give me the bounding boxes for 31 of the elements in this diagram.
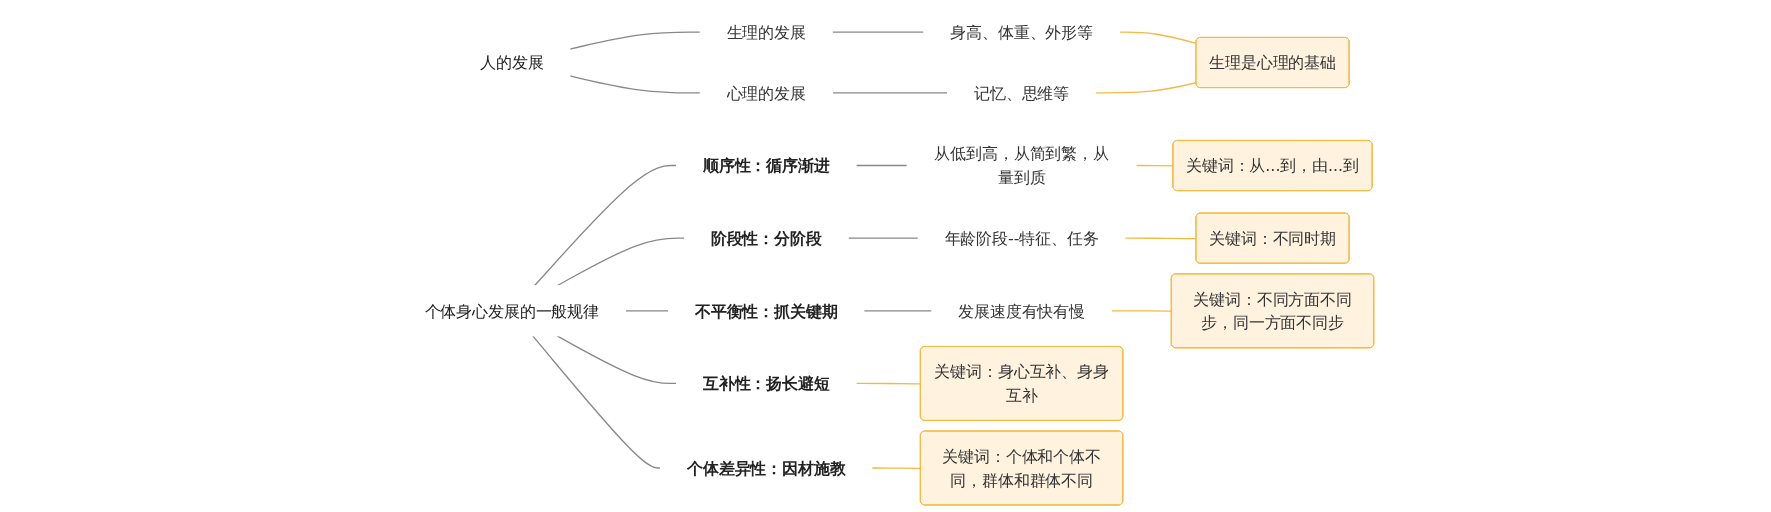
node-text: 从低到高，从简到繁，从量到质 (933, 144, 1109, 187)
connector (1123, 237, 1197, 240)
node-text: 发展速度有快有慢 (957, 301, 1085, 321)
node-text: 阶段性：分阶段 (710, 228, 822, 248)
connector (1134, 164, 1174, 167)
connector (847, 237, 919, 239)
connector (831, 31, 924, 33)
connector (533, 164, 677, 287)
node-text: 个体身心发展的一般规律 (424, 301, 599, 321)
connector (870, 467, 921, 470)
node-text: 顺序性：循序渐进 (702, 156, 830, 175)
node-text: 年龄阶段--特征、任务 (944, 228, 1099, 248)
connector (1094, 81, 1197, 94)
connector (854, 164, 908, 167)
connector (531, 335, 661, 469)
node-text: 身高、体重、外形等 (949, 22, 1093, 42)
node-text: 心理的发展 (726, 83, 806, 103)
connector (854, 382, 921, 385)
node-text: 记忆、思维等 (973, 83, 1069, 103)
node-text: 不平衡性：抓关键期 (694, 301, 838, 321)
connector (862, 310, 932, 312)
connector (831, 92, 948, 94)
node-text: 生理的发展 (726, 22, 806, 42)
connector (624, 310, 669, 312)
connector (1110, 310, 1172, 312)
node-text: 互补性：扬长避短 (702, 374, 830, 393)
connector (1118, 31, 1197, 45)
node-text: 个体差异性：因材施教 (686, 458, 845, 478)
connector (568, 75, 701, 94)
connector (568, 31, 701, 50)
node-text: 人的发展 (479, 53, 543, 72)
